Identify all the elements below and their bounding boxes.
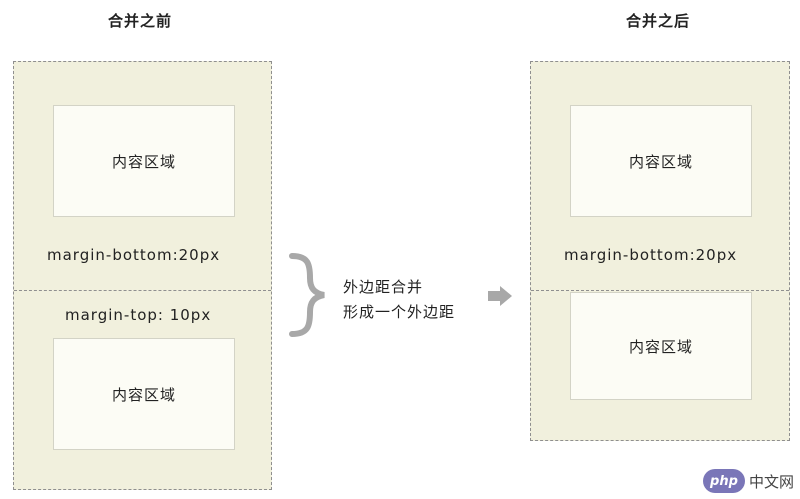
merge-explanation-line1: 外边距合并 <box>343 278 424 296</box>
php-logo-icon: php <box>702 469 745 493</box>
merge-explanation-line2: 形成一个外边距 <box>343 303 456 321</box>
after-top-content-box: 内容区域 <box>570 105 752 217</box>
after-bottom-content-label: 内容区域 <box>628 337 693 356</box>
before-divider-line <box>14 290 271 291</box>
right-arrow-icon <box>488 286 512 306</box>
before-top-content-label: 内容区域 <box>111 152 176 171</box>
heading-after: 合并之后 <box>626 12 691 30</box>
after-divider-line <box>531 290 789 291</box>
after-margin-bottom-label: margin-bottom:20px <box>564 246 738 264</box>
curly-brace-icon <box>289 253 325 337</box>
before-margin-top-label: margin-top: 10px <box>65 306 212 324</box>
before-margin-bottom-label: margin-bottom:20px <box>47 246 221 264</box>
before-top-content-box: 内容区域 <box>53 105 235 217</box>
after-top-content-label: 内容区域 <box>628 152 693 171</box>
heading-before: 合并之前 <box>108 12 173 30</box>
before-outer-container: 内容区域 margin-bottom:20px margin-top: 10px… <box>13 61 272 490</box>
site-watermark: php 中文网 <box>702 469 794 493</box>
before-bottom-content-box: 内容区域 <box>53 338 235 450</box>
after-bottom-content-box: 内容区域 <box>570 292 752 400</box>
before-bottom-content-label: 内容区域 <box>111 385 176 404</box>
after-outer-container: 内容区域 margin-bottom:20px 内容区域 <box>530 61 790 441</box>
watermark-site-text: 中文网 <box>748 472 794 491</box>
